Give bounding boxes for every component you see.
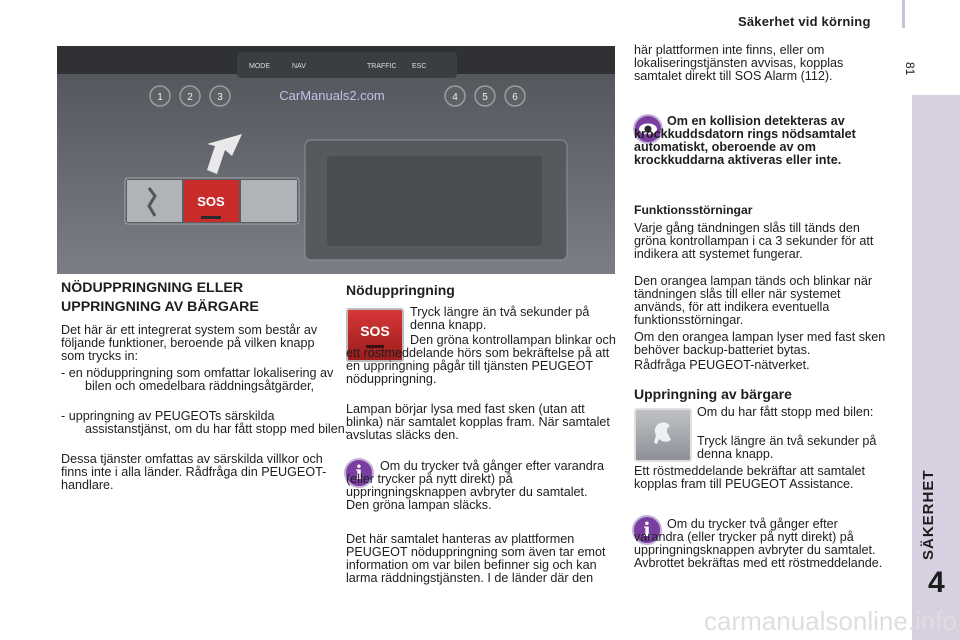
col2-info: Om du trycker två gånger efter varandra … xyxy=(346,459,604,512)
photo-sos-label: SOS xyxy=(197,194,225,209)
section-sidebar xyxy=(912,95,960,640)
mode-button-label: MODE xyxy=(249,63,270,70)
preset-6-label: 6 xyxy=(512,92,518,103)
col1-intro: Det här är ett integrerat system som bes… xyxy=(61,323,318,363)
col3-warning: Om en kollision detekteras av krockkudds… xyxy=(634,114,856,167)
col3-func-heading: Funktionsstörningar xyxy=(634,203,753,217)
col3-continuation: här plattformen inte finns, eller om lok… xyxy=(634,43,844,83)
col3-info2: Om du trycker två gånger efter varandra … xyxy=(634,517,883,570)
col1-bullet-2: - uppringning av PEUGEOTs särskilda assi… xyxy=(61,409,349,436)
esc-button-label: ESC xyxy=(412,63,426,70)
dashboard-illustration: MODE NAV TRAFFIC ESC 1 2 3 4 5 6 CarManu… xyxy=(57,46,615,274)
info-icon: i xyxy=(344,458,374,488)
info-icon-2: i xyxy=(632,515,662,545)
col2-p2: Den gröna kontrollampan blinkar och ett … xyxy=(346,333,616,386)
chapter-number: 4 xyxy=(928,566,945,599)
col1-outro: Dessa tjänster omfattas av särskilda vil… xyxy=(61,452,327,492)
sos-button-image: SOS xyxy=(346,308,404,362)
image-watermark: CarManuals2.com xyxy=(279,88,385,103)
col3-b-p1: Om du har fått stopp med bilen: xyxy=(697,405,874,419)
col1-bullet-1: - en nöduppringning som omfattar lokalis… xyxy=(61,366,334,393)
col3-func-p1: Varje gång tändningen slås till tänds de… xyxy=(634,221,874,261)
traffic-button-label: TRAFFIC xyxy=(367,63,397,70)
sos-button-label: SOS xyxy=(360,323,390,339)
col2-heading: Nöduppringning xyxy=(346,282,455,298)
col2-p3: Lampan börjar lysa med fast sken (utan a… xyxy=(346,402,610,442)
eye-warning-icon xyxy=(633,114,663,144)
page-number: 81 xyxy=(903,62,917,76)
col3-func-p3: Om den orangea lampan lyser med fast ske… xyxy=(634,330,886,357)
header-divider xyxy=(902,0,905,28)
running-header: Säkerhet vid körning xyxy=(738,14,871,29)
preset-3-label: 3 xyxy=(217,92,223,103)
col3-func-p4: Rådfråga PEUGEOT-nätverket. xyxy=(634,358,810,372)
nav-button-label: NAV xyxy=(292,63,306,70)
col3-heading2: Uppringning av bärgare xyxy=(634,386,792,402)
preset-1-label: 1 xyxy=(157,92,163,103)
preset-2-label: 2 xyxy=(187,92,193,103)
col3-b-p2: Tryck längre än två sekunder på denna kn… xyxy=(697,434,877,461)
peugeot-lion-icon xyxy=(654,422,671,444)
col2-p4: Det här samtalet hanteras av plattformen… xyxy=(346,532,606,585)
pointer-arrow xyxy=(207,134,242,174)
assistance-button-image xyxy=(634,408,692,462)
preset-4-label: 4 xyxy=(452,92,458,103)
col3-func-p2: Den orangea lampan tänds och blinkar när… xyxy=(634,274,873,327)
col1-heading: NÖDUPPRINGNING ELLER UPPRINGNING AV BÄRG… xyxy=(61,280,259,315)
col2-p1: Tryck längre än två sekunder på denna kn… xyxy=(410,305,590,332)
dashboard-photo: MODE NAV TRAFFIC ESC 1 2 3 4 5 6 CarManu… xyxy=(57,46,615,274)
preset-5-label: 5 xyxy=(482,92,488,103)
footer-watermark: carmanualsonline.info xyxy=(704,606,957,636)
col3-b-p3: Ett röstmeddelande bekräftar att samtale… xyxy=(634,464,866,491)
section-label: SÄKERHET xyxy=(920,469,937,560)
